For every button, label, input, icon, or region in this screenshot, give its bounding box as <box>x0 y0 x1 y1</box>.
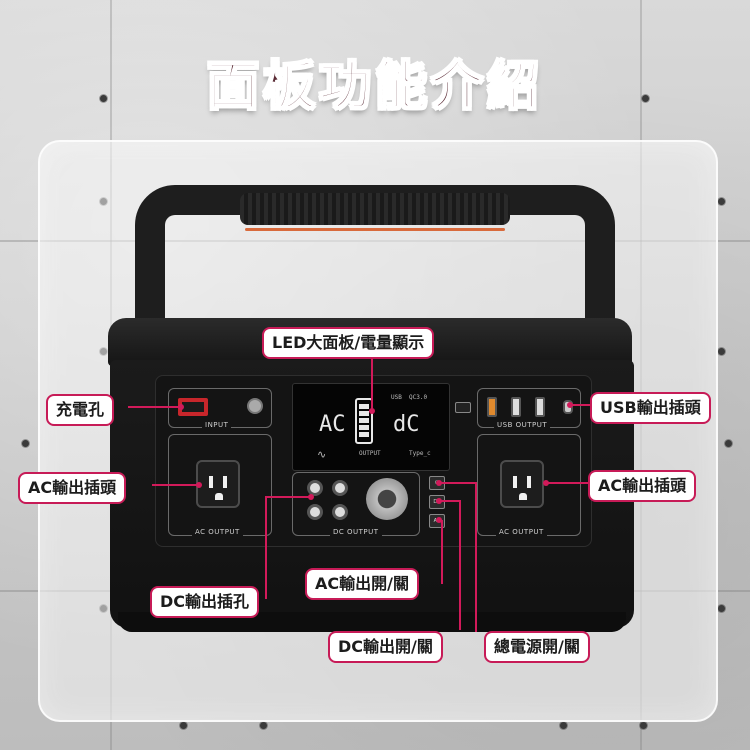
lcd-output-text: OUTPUT <box>359 450 381 457</box>
wall-bolt <box>718 198 725 205</box>
leader-dot <box>436 517 442 523</box>
lcd-typec-text: Type_c <box>409 450 431 457</box>
ac-output-label-left: AC OUTPUT <box>192 528 243 536</box>
leader-line <box>571 404 591 406</box>
leader-dot <box>436 480 442 486</box>
leader-line <box>475 482 477 632</box>
input-label: INPUT <box>202 421 232 429</box>
usb-button <box>455 402 471 413</box>
callout-ac-switch: AC輸出開/關 <box>305 568 419 600</box>
dc-port <box>307 480 323 496</box>
dc-output-label: DC OUTPUT <box>330 528 382 536</box>
leader-dot <box>369 408 375 414</box>
battery-level-icon <box>355 398 373 444</box>
ac-outlet-left <box>196 460 240 508</box>
usb-a-port <box>511 397 521 417</box>
usb-qc-port <box>487 397 497 417</box>
leader-line <box>265 496 311 498</box>
callout-ac-output-right: AC輸出插頭 <box>588 470 697 502</box>
leader-line <box>371 352 373 412</box>
leader-dot <box>196 482 202 488</box>
leader-dot <box>178 404 184 410</box>
wall-bolt <box>718 605 725 612</box>
wall-bolt <box>560 722 567 729</box>
leader-line <box>441 482 477 484</box>
wall-bolt <box>640 722 647 729</box>
leader-line <box>128 406 180 408</box>
callout-power-switch: 總電源開/關 <box>484 631 590 663</box>
leader-line <box>265 497 267 599</box>
callout-dc-switch: DC輸出開/關 <box>328 631 443 663</box>
wall-bolt <box>642 95 649 102</box>
leader-dot <box>567 402 573 408</box>
leader-dot <box>308 494 314 500</box>
sine-wave-icon: ∿ <box>317 448 327 461</box>
ac-output-label-right: AC OUTPUT <box>496 528 547 536</box>
callout-led-panel: LED大面板/電量顯示 <box>262 327 435 359</box>
handle-accent-stripe <box>245 228 505 231</box>
dc-port <box>307 504 323 520</box>
lcd-qc-text: QC3.0 <box>409 394 428 401</box>
leader-line <box>441 500 461 502</box>
wall-bolt <box>725 440 732 447</box>
handle-grip <box>240 193 510 225</box>
cigarette-lighter-port <box>366 478 408 520</box>
dc-port <box>332 480 348 496</box>
input-button <box>247 398 263 414</box>
usb-a-port <box>535 397 545 417</box>
lcd-ac-text: AC <box>319 412 346 437</box>
wall-bolt <box>100 95 107 102</box>
ac-outlet-right <box>500 460 544 508</box>
leader-line <box>545 482 589 484</box>
charging-port <box>178 398 208 416</box>
leader-dot <box>436 498 442 504</box>
wall-bolt <box>180 722 187 729</box>
leader-dot <box>543 480 549 486</box>
callout-usb-output: USB輸出插頭 <box>590 392 711 424</box>
wall-bolt <box>718 348 725 355</box>
leader-line <box>441 520 443 584</box>
wall-bolt <box>22 440 29 447</box>
leader-line <box>459 500 461 630</box>
dc-port <box>332 504 348 520</box>
usb-output-label: USB OUTPUT <box>494 421 551 429</box>
page-title: 面板功能介紹 <box>206 56 543 118</box>
lcd-dc-text: dC <box>393 412 420 437</box>
callout-ac-output-left: AC輸出插頭 <box>18 472 127 504</box>
leader-line <box>152 484 200 486</box>
lcd-usb-text: USB <box>391 394 402 401</box>
wall-bolt <box>260 722 267 729</box>
callout-charging-port: 充電孔 <box>46 394 115 426</box>
callout-dc-output: DC輸出插孔 <box>150 586 260 618</box>
